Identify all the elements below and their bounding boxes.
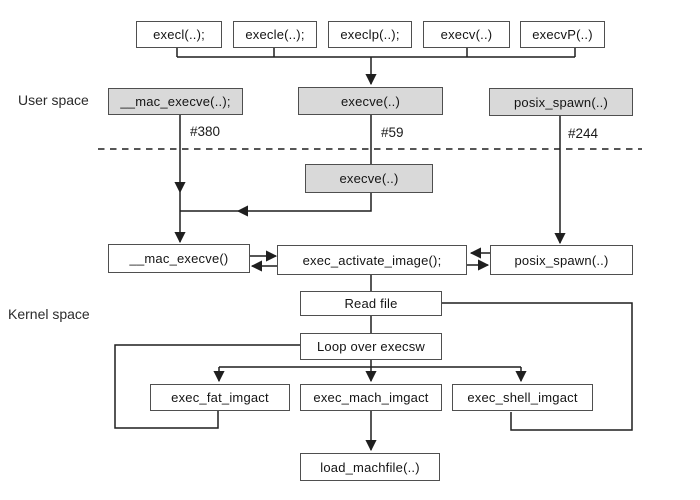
node-execlp: execlp(..);	[328, 21, 412, 48]
node-execle: execle(..);	[233, 21, 317, 48]
node-execv: execv(..)	[423, 21, 510, 48]
node-mac-execve-user: __mac_execve(..);	[108, 88, 243, 115]
node-execve-kernel: execve(..)	[305, 164, 433, 193]
node-loop-over-execsw: Loop over execsw	[300, 333, 442, 360]
node-execl: execl(..);	[136, 21, 222, 48]
node-mac-execve-kernel: __mac_execve()	[108, 244, 250, 273]
node-read-file: Read file	[300, 291, 442, 316]
syscall-number-380: #380	[190, 124, 221, 139]
node-exec-fat-imgact: exec_fat_imgact	[150, 384, 290, 411]
syscall-number-244: #244	[568, 126, 599, 141]
node-exec-activate-image: exec_activate_image();	[277, 245, 467, 275]
node-posix-spawn-user: posix_spawn(..)	[489, 88, 633, 116]
node-exec-mach-imgact: exec_mach_imgact	[300, 384, 442, 411]
node-posix-spawn-kernel: posix_spawn(..)	[490, 245, 633, 275]
kernel-space-label: Kernel space	[8, 306, 90, 322]
node-execve-user: execve(..)	[298, 87, 443, 115]
node-execvP: execvP(..)	[520, 21, 605, 48]
user-space-label: User space	[18, 92, 89, 108]
syscall-number-59: #59	[381, 125, 404, 140]
node-exec-shell-imgact: exec_shell_imgact	[452, 384, 593, 411]
node-load-machfile: load_machfile(..)	[300, 453, 440, 481]
